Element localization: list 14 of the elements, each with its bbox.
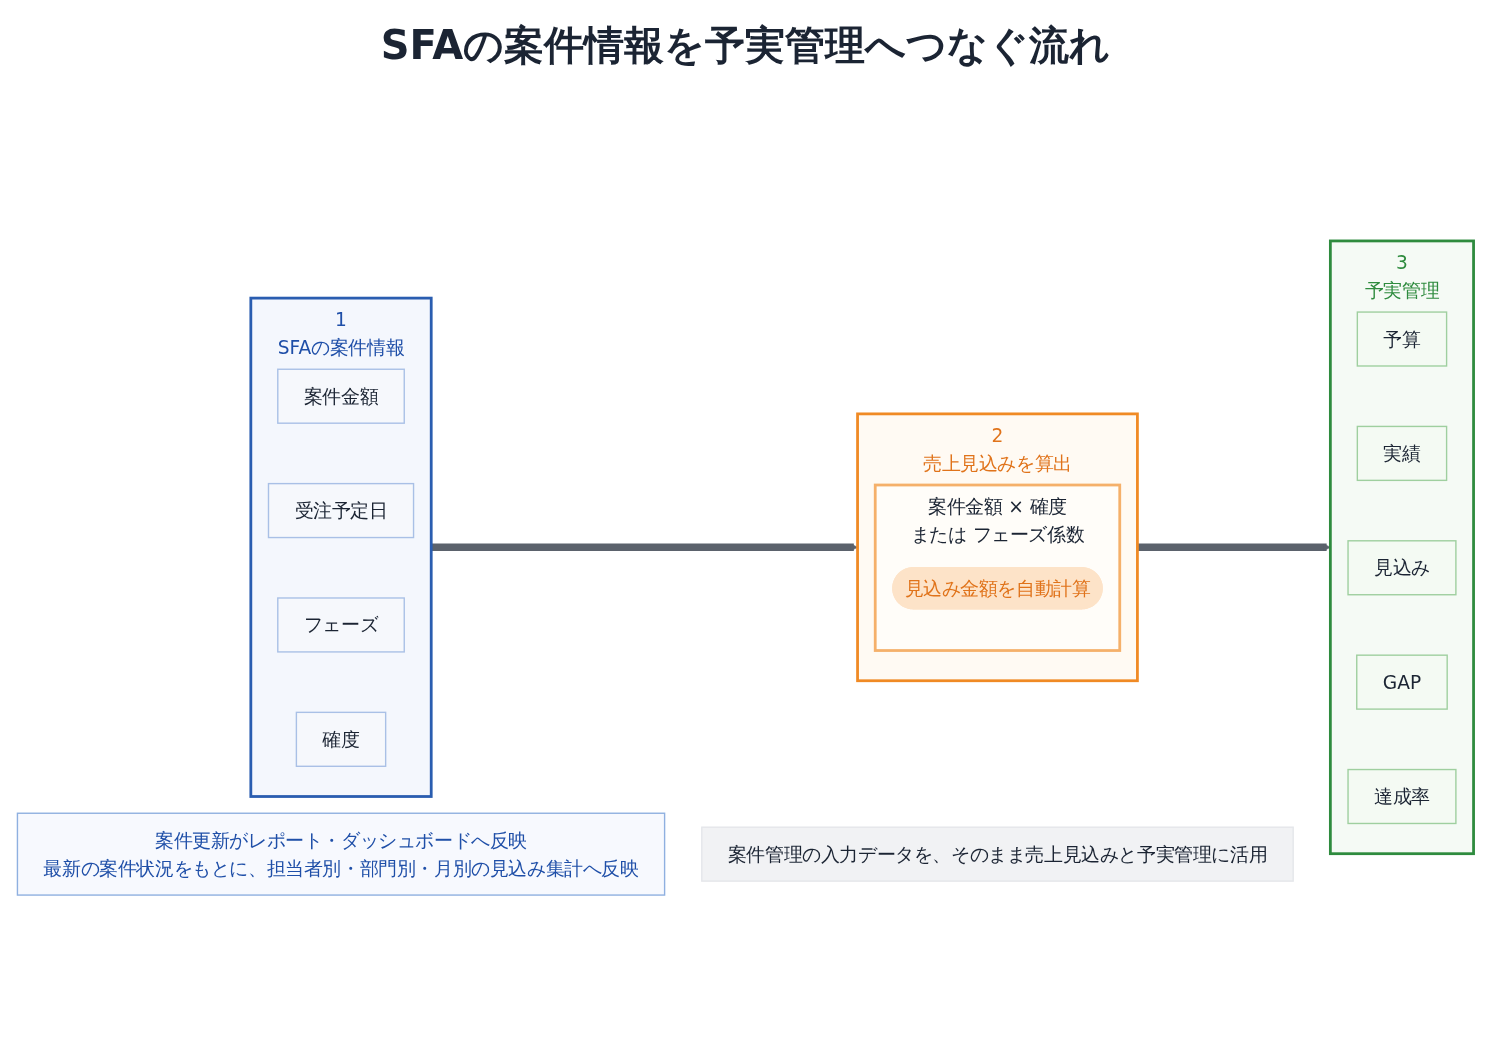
node-box: フェーズ	[277, 597, 405, 653]
node-box: 受注予定日	[267, 482, 415, 539]
node-box: 予算	[1356, 311, 1448, 367]
arrow	[431, 543, 858, 552]
title: SFAの案件情報を予実管理へつなぐ流れ	[380, 21, 1111, 70]
node-box: 案件更新がレポート・ダッシュボードへ反映 最新の案件状況をもとに、担当者別・部門別・月別の見込み集計へ反映	[16, 812, 666, 896]
node-box: 案件金額	[277, 368, 405, 424]
node-box: 確度	[295, 711, 387, 767]
node-box: 実績	[1356, 425, 1448, 482]
node-box: GAP	[1356, 654, 1448, 710]
node-box: 達成率	[1347, 768, 1457, 825]
node-box: 案件管理の入力データを、そのまま売上見込みと予実管理に活用	[701, 826, 1294, 882]
arrow	[1137, 543, 1331, 552]
node-box: 見込み	[1347, 540, 1457, 596]
